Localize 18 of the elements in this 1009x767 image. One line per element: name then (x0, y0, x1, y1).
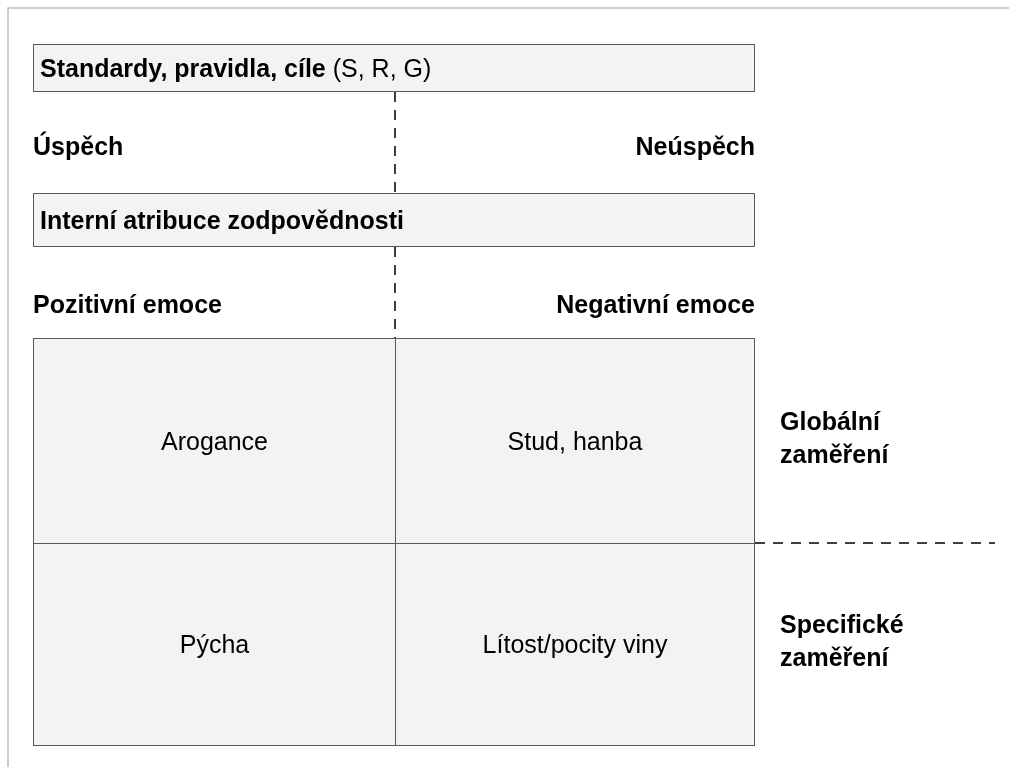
quadrant-cell (395, 338, 755, 544)
header-text: Standardy, pravidla, cíle (S, R, G) (40, 53, 432, 83)
axis-label: Negativní emoce (556, 289, 755, 320)
cell-text: Stud, hanba (507, 426, 643, 456)
quadrant-cell (395, 543, 755, 746)
cell-text: Pýcha (179, 630, 250, 659)
axis-label: Globální zaměření (780, 406, 890, 470)
axis-label: Pozitivní emoce (33, 289, 222, 320)
quadrant-cell (33, 543, 396, 746)
header-box (33, 44, 755, 92)
axis-label: Neúspěch (635, 131, 755, 162)
header-box (33, 193, 755, 247)
quadrant-cell (33, 338, 396, 544)
axis-label: Specifické zaměření (780, 609, 905, 673)
cell-text: Lítost/pocity viny (482, 630, 668, 659)
cell-text: Arogance (161, 426, 268, 456)
header-text: Interní atribuce zodpovědnosti (40, 205, 404, 235)
axis-label: Úspěch (33, 130, 124, 162)
